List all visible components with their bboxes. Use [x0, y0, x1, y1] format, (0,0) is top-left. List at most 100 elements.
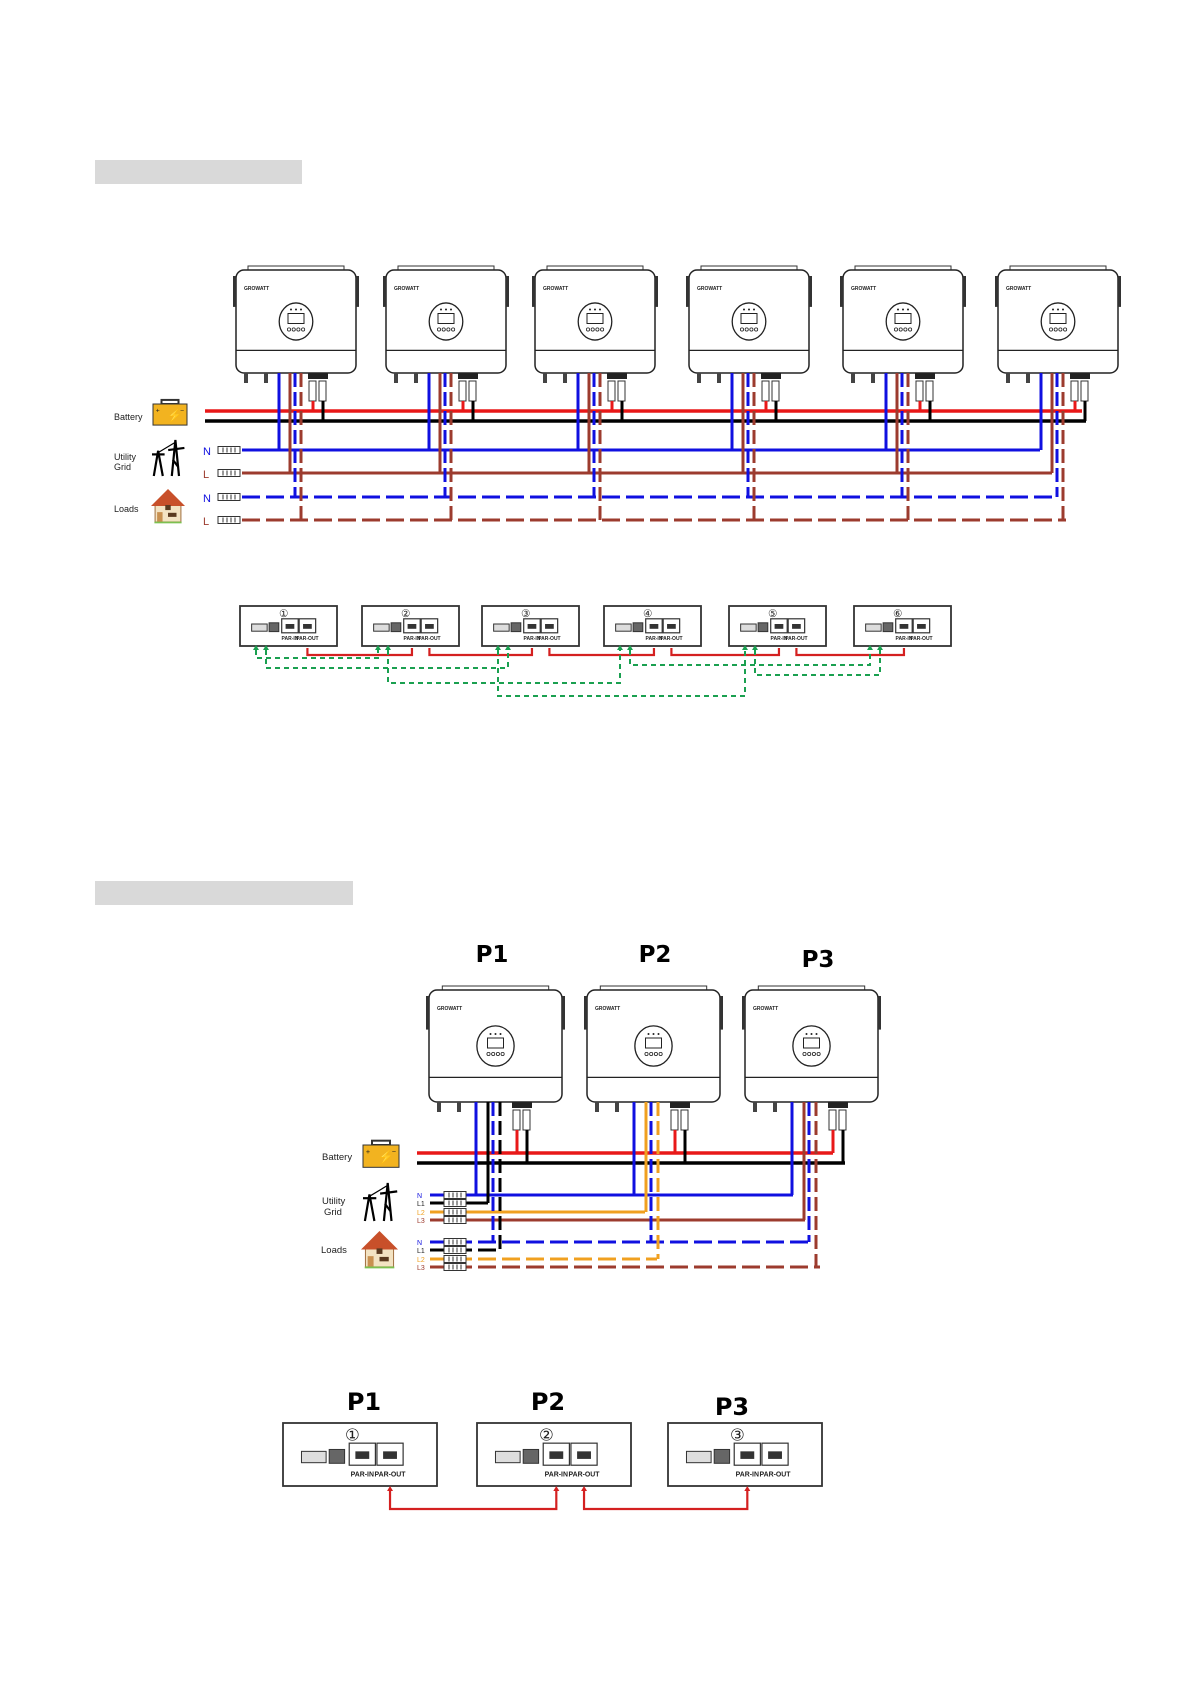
sync-terminal-icon — [300, 1450, 327, 1464]
arrow-up-icon — [387, 1486, 394, 1491]
arrow-up-icon — [253, 645, 259, 650]
side-handle — [963, 276, 966, 307]
tower-leg — [363, 1194, 376, 1222]
plus-icon: + — [366, 1147, 370, 1156]
connector-body — [443, 1238, 467, 1246]
battery-breaker-icon — [670, 1102, 690, 1131]
rj45-slot — [407, 624, 417, 629]
inverter-unit-5: GROWATT — [840, 265, 966, 383]
breaker-fuse-icon — [308, 380, 317, 402]
grid-connector-icon — [443, 1199, 467, 1207]
board-number-label: ③ — [521, 609, 530, 620]
led-icon — [805, 1033, 808, 1035]
side-handle — [686, 276, 689, 307]
button-icon — [1053, 327, 1058, 332]
side-handle — [532, 276, 535, 307]
dip-terminal-icon — [757, 622, 769, 633]
arrow-up-icon — [581, 1486, 588, 1491]
terminal-icon — [697, 373, 701, 383]
terminal-icon — [394, 373, 398, 383]
board-number-label: ③ — [730, 1427, 745, 1445]
rj45-slot — [355, 1451, 370, 1459]
breaker-top — [915, 373, 935, 379]
parallel-comm-cable — [388, 1489, 558, 1511]
led-icon — [489, 1033, 492, 1035]
terminal-icon — [457, 1102, 461, 1112]
arrow-up-icon — [505, 645, 511, 650]
grid-l-label: L — [203, 469, 209, 481]
tower-arm — [168, 446, 185, 452]
grid-l-connector-icon — [217, 469, 241, 477]
rj45-slot — [549, 1451, 564, 1459]
side-handle — [655, 276, 658, 307]
sync-terminal-icon — [740, 623, 757, 632]
led-icon — [445, 308, 447, 311]
board-number-label: ④ — [643, 609, 652, 620]
terminal-icon — [543, 373, 547, 383]
section1-header-bar — [95, 160, 302, 184]
breaker-fuse-icon — [925, 380, 934, 402]
breaker-fuse-icon — [617, 380, 626, 402]
breaker-fuse-icon — [828, 1109, 837, 1131]
side-handle — [840, 276, 843, 307]
led-icon — [499, 1033, 502, 1035]
par-in-label: PAR-IN — [524, 636, 541, 642]
minus-icon: − — [392, 1147, 396, 1156]
breaker-fuse-icon — [522, 1109, 531, 1131]
led-icon — [748, 308, 750, 311]
tower-leg — [170, 439, 181, 477]
terminal-icon — [851, 373, 855, 383]
breaker-fuse-icon — [838, 1109, 847, 1131]
parallel-comm-cable — [548, 648, 656, 657]
brand-logo-icon: GROWATT — [851, 286, 876, 292]
par-in-label: PAR-IN — [771, 636, 788, 642]
battery-case — [362, 1144, 400, 1168]
terminal-icon — [773, 1102, 777, 1112]
terminal-icon — [414, 373, 418, 383]
led-icon — [1057, 308, 1059, 311]
par-in-label: PAR-IN — [736, 1472, 759, 1479]
grid-line-label: N — [417, 1193, 422, 1200]
board-number-label: ① — [345, 1427, 360, 1445]
tower-arm — [379, 1190, 398, 1195]
arrow-up-icon — [495, 645, 501, 650]
sync-terminal-icon — [373, 623, 390, 632]
rj45-slot — [285, 624, 295, 629]
minus-icon: − — [180, 408, 184, 415]
current-sharing-cable — [754, 650, 881, 676]
rj45-slot — [527, 624, 537, 629]
lightning-icon: ⚡ — [378, 1149, 394, 1165]
power-cable — [369, 1185, 387, 1197]
button-icon — [908, 327, 913, 332]
connector-body — [443, 1216, 467, 1224]
inverter-unit-6: GROWATT — [995, 265, 1121, 383]
breaker-top — [607, 373, 627, 379]
par-in-label: PAR-IN — [404, 636, 421, 642]
load-connector-icon — [443, 1255, 467, 1263]
battery-breaker-icon — [512, 1102, 532, 1131]
plus-icon: + — [156, 408, 160, 415]
tower-brace — [172, 459, 180, 468]
dip-terminal-icon — [713, 1448, 731, 1464]
current-sharing-cable — [387, 650, 621, 684]
utility-grid-label: Utility — [322, 1196, 345, 1207]
par-out-label: PAR-OUT — [296, 636, 318, 642]
breaker-top — [308, 373, 328, 379]
house-window — [168, 512, 177, 517]
breaker-fuse-icon — [771, 380, 780, 402]
load-l-label: L — [203, 516, 209, 528]
led-icon — [897, 308, 899, 311]
phase-title-2: P2 — [639, 942, 672, 968]
button-icon — [1058, 327, 1063, 332]
side-handle — [562, 996, 565, 1030]
rj45-slot — [899, 624, 909, 629]
inverter-p1: GROWATT — [426, 985, 565, 1112]
load-connector-icon — [443, 1238, 467, 1246]
breaker-fuse-icon — [1080, 380, 1089, 402]
side-handle — [356, 276, 359, 307]
